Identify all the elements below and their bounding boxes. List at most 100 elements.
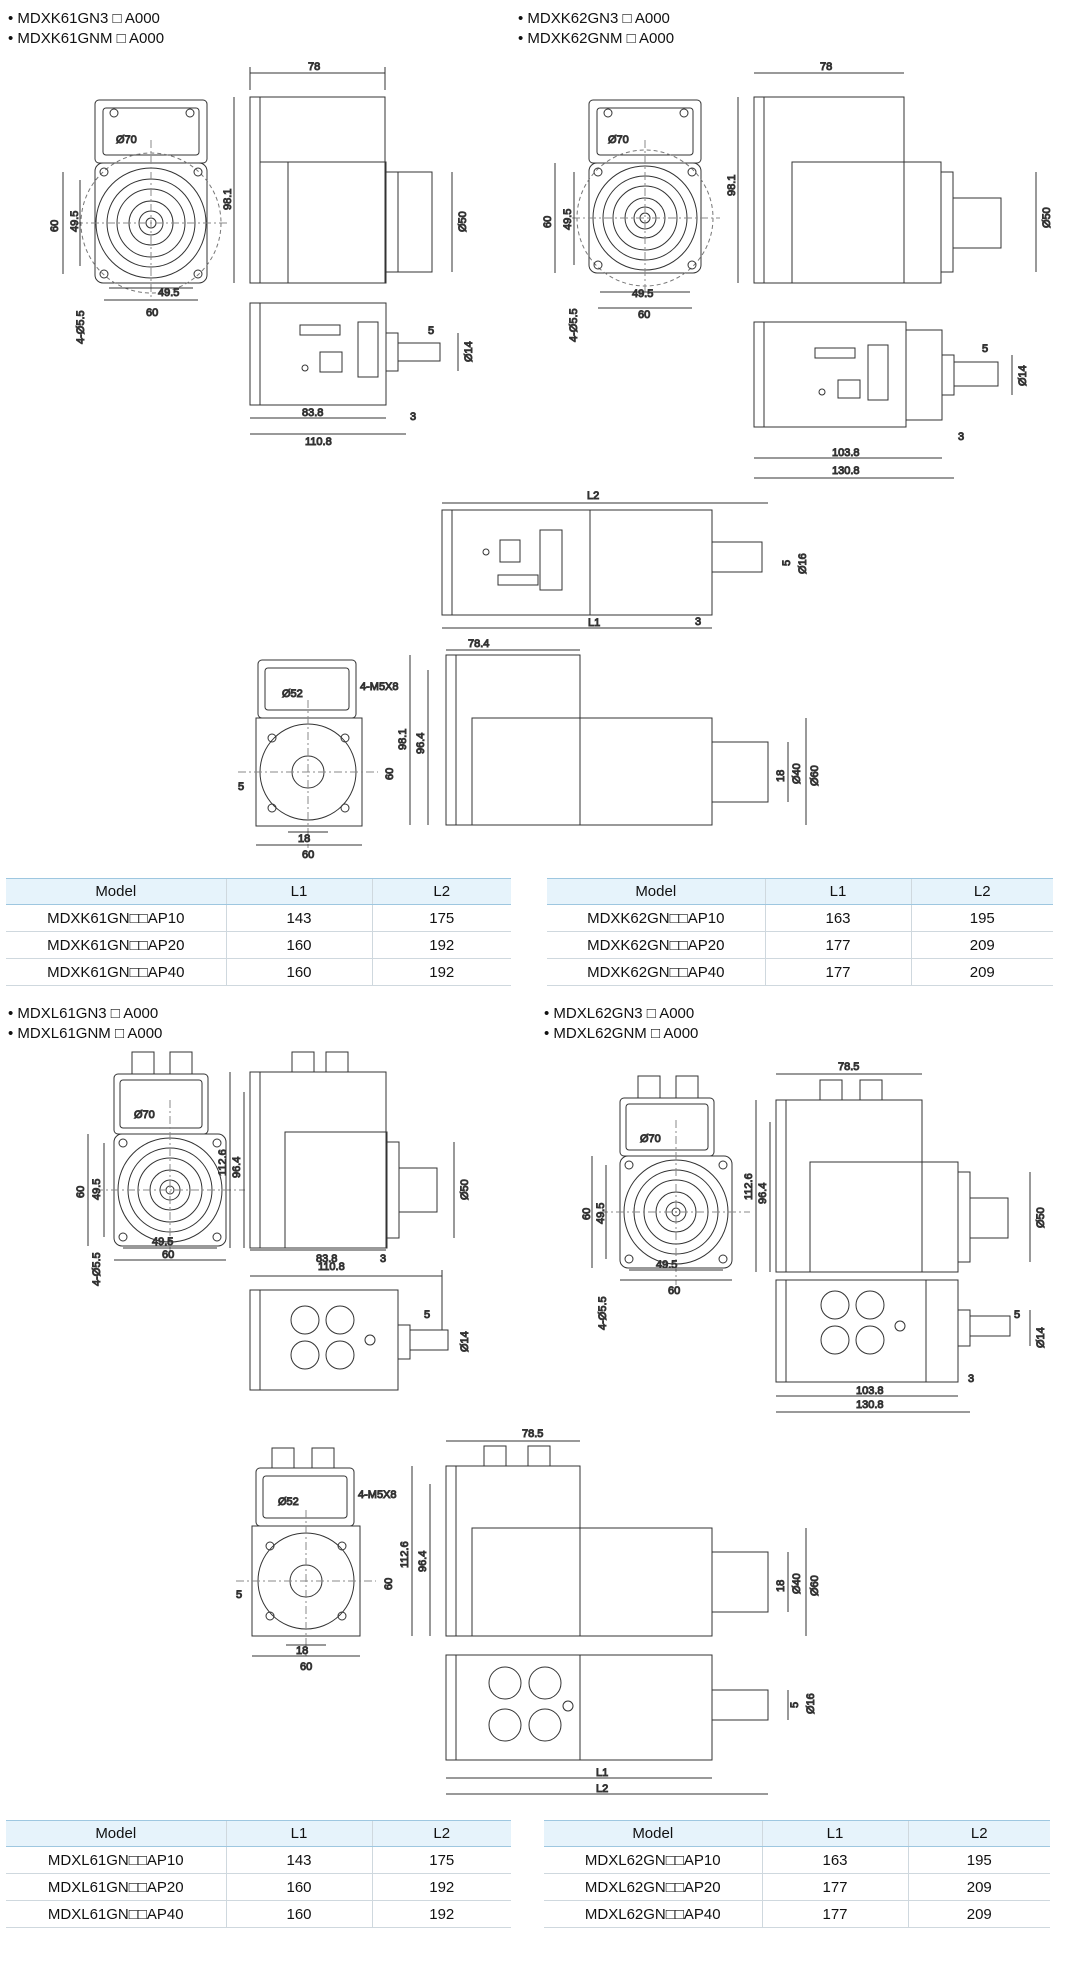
cell-l2: 192 xyxy=(371,958,511,986)
dim-label: 60 xyxy=(581,1208,593,1220)
group-label-xl61: MDXL61GN3 □ A000 MDXL61GNM □ A000 xyxy=(8,1004,162,1044)
cell-l2: 175 xyxy=(371,1846,511,1874)
model-line: MDXL61GNM □ A000 xyxy=(8,1024,162,1044)
cell-model: MDXK61GN□□AP10 xyxy=(6,904,226,932)
cell-l1: 177 xyxy=(764,958,911,986)
dim-label: Ø14 xyxy=(1035,1327,1047,1348)
dim-label: 3 xyxy=(410,411,416,423)
dim-label: 112.6 xyxy=(743,1173,755,1200)
dim-label: Ø50 xyxy=(1035,1207,1047,1228)
dim-label: 60 xyxy=(638,309,650,321)
cell-model: MDXK62GN□□AP20 xyxy=(547,931,765,959)
cell-l1: 143 xyxy=(225,904,372,932)
dim-label: 3 xyxy=(380,1253,386,1265)
cell-l2: 209 xyxy=(910,958,1053,986)
dim-label: 78.4 xyxy=(468,638,489,650)
drawing-xk61-side xyxy=(233,67,453,284)
cell-model: MDXL61GN□□AP40 xyxy=(6,1900,226,1928)
dim-label: 83.8 xyxy=(316,1253,337,1265)
col-header-model: Model xyxy=(6,878,226,905)
model-line: MDXK62GNM □ A000 xyxy=(518,29,674,49)
dim-label: Ø52 xyxy=(282,688,303,700)
cell-l1: 160 xyxy=(225,931,372,959)
dim-label: 96.4 xyxy=(231,1157,243,1178)
cell-model: MDXK62GN□□AP10 xyxy=(547,904,765,932)
dim-label: 18 xyxy=(775,770,787,782)
cell-l2: 192 xyxy=(371,1873,511,1901)
dim-label: 49.5 xyxy=(632,288,653,300)
model-line: MDXK62GN3 □ A000 xyxy=(518,9,674,29)
dim-label: 5 xyxy=(789,1702,801,1708)
dim-label: 103.8 xyxy=(856,1385,884,1397)
cell-l2: 175 xyxy=(371,904,511,932)
cell-l2: 209 xyxy=(907,1900,1050,1928)
col-header-l1: L1 xyxy=(761,1820,908,1847)
col-header-l2: L2 xyxy=(910,878,1053,905)
dim-label: 60 xyxy=(302,849,314,861)
cell-l2: 209 xyxy=(910,931,1053,959)
col-header-model: Model xyxy=(6,1820,226,1847)
dim-label: 96.4 xyxy=(417,1551,429,1572)
dim-label: Ø40 xyxy=(791,763,803,784)
drawing-xl62-front xyxy=(591,1075,750,1285)
model-line: MDXK61GNM □ A000 xyxy=(8,29,164,49)
dim-label: Ø60 xyxy=(809,765,821,786)
dim-label: 130.8 xyxy=(856,1399,884,1411)
dim-label: 112.6 xyxy=(217,1149,229,1176)
dim-label: Ø52 xyxy=(278,1496,299,1508)
cell-l1: 163 xyxy=(761,1846,908,1874)
dim-label: Ø50 xyxy=(459,1179,471,1200)
cell-model: MDXK62GN□□AP40 xyxy=(547,958,765,986)
dim-label: 110.8 xyxy=(305,436,332,448)
cell-model: MDXL61GN□□AP10 xyxy=(6,1846,226,1874)
model-line: MDXK61GN3 □ A000 xyxy=(8,9,164,29)
dim-label: Ø70 xyxy=(116,134,137,146)
cell-model: MDXK61GN□□AP40 xyxy=(6,958,226,986)
dim-label: 83.8 xyxy=(302,407,323,419)
cell-l1: 160 xyxy=(225,1873,372,1901)
dim-label: Ø50 xyxy=(1041,207,1053,228)
col-header-model: Model xyxy=(547,878,765,905)
dim-label: Ø14 xyxy=(1017,365,1029,386)
dim-label: 78.5 xyxy=(838,1061,859,1073)
dim-label: 60 xyxy=(146,307,158,319)
dim-label: Ø16 xyxy=(805,1693,817,1714)
cell-l1: 177 xyxy=(761,1900,908,1928)
dim-label: 5 xyxy=(238,781,244,793)
dim-label: 60 xyxy=(75,1186,87,1198)
dim-label: L1 xyxy=(596,1767,608,1779)
dim-label: 49.5 xyxy=(91,1179,103,1200)
dim-label: 130.8 xyxy=(832,465,860,477)
cell-model: MDXL62GN□□AP40 xyxy=(544,1900,762,1928)
dim-label: 18 xyxy=(775,1580,787,1592)
cell-l2: 192 xyxy=(371,1900,511,1928)
dim-label: 18 xyxy=(298,833,310,845)
dim-label: 60 xyxy=(49,220,61,232)
cell-l2: 192 xyxy=(371,931,511,959)
drawing-xl-gear-side xyxy=(411,1440,807,1637)
drawing-xl62-top xyxy=(775,1279,1031,1413)
dim-label: 4-Ø5.5 xyxy=(75,310,87,344)
dim-label: 49.5 xyxy=(595,1203,607,1224)
cell-l1: 177 xyxy=(761,1873,908,1901)
dim-label: L2 xyxy=(587,490,599,502)
dim-label: 49.5 xyxy=(152,1236,173,1248)
cell-l2: 195 xyxy=(907,1846,1050,1874)
dim-label: 3 xyxy=(695,616,701,628)
dim-label: 4-Ø5.5 xyxy=(568,308,580,342)
drawing-xk61-front xyxy=(62,99,228,301)
col-header-l1: L1 xyxy=(225,878,372,905)
model-line: MDXL61GN3 □ A000 xyxy=(8,1004,162,1024)
drawing-xk-gear-side xyxy=(409,649,807,826)
dim-label: 5 xyxy=(424,1309,430,1321)
drawing-xl-gear-top xyxy=(445,1654,789,1795)
dim-label: Ø50 xyxy=(457,211,469,232)
dim-label: 18 xyxy=(296,1645,308,1657)
dim-label: Ø60 xyxy=(809,1575,821,1596)
